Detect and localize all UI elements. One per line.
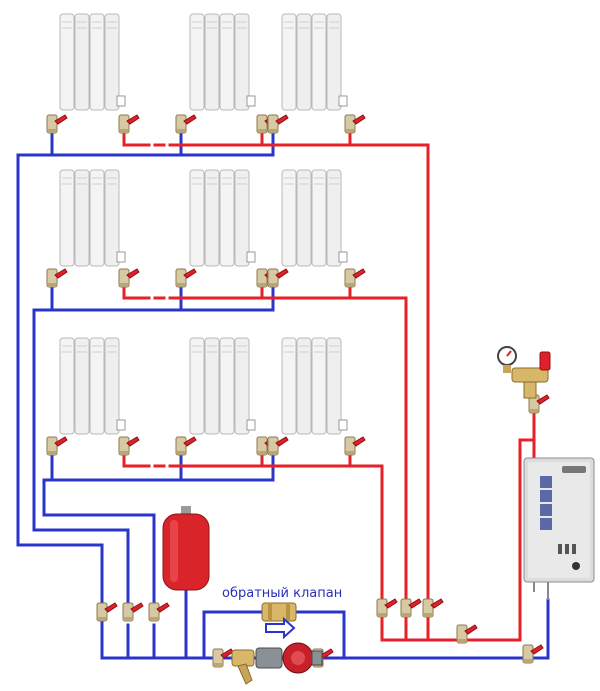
shutoff-valve-icon xyxy=(122,602,144,622)
check-valve-icon xyxy=(261,602,297,622)
shutoff-valve-icon xyxy=(267,436,289,456)
radiator-icon xyxy=(189,337,256,435)
shutoff-valve-icon xyxy=(96,602,118,622)
shutoff-valve-icon xyxy=(175,114,197,134)
shutoff-valve-icon xyxy=(522,644,544,664)
shutoff-valve-icon xyxy=(422,598,444,618)
shutoff-valve-icon xyxy=(344,436,366,456)
circulation-pump-icon xyxy=(255,642,323,674)
shutoff-valve-icon xyxy=(344,268,366,288)
radiator-icon xyxy=(281,169,348,267)
flow-arrow-icon xyxy=(265,616,296,640)
shutoff-valve-icon xyxy=(400,598,422,618)
radiator-icon xyxy=(281,337,348,435)
safety-group-icon xyxy=(497,346,551,399)
shutoff-valve-icon xyxy=(344,114,366,134)
check-valve-label: обратный клапан xyxy=(222,586,343,601)
electric-boiler-icon xyxy=(523,457,595,600)
radiator-row-1 xyxy=(59,13,348,111)
shutoff-valve-icon xyxy=(175,436,197,456)
shutoff-valve-icon xyxy=(267,268,289,288)
radiator-icon xyxy=(59,169,126,267)
strainer-icon xyxy=(231,649,255,685)
shutoff-valve-icon xyxy=(175,268,197,288)
shutoff-valve-icon xyxy=(46,114,68,134)
shutoff-valve-icon xyxy=(267,114,289,134)
radiator-icon xyxy=(59,337,126,435)
shutoff-valve-icon xyxy=(118,114,140,134)
return-pipes xyxy=(16,126,550,660)
shutoff-valve-icon xyxy=(46,436,68,456)
radiator-icon xyxy=(281,13,348,111)
shutoff-valve-icon xyxy=(376,598,398,618)
shutoff-valve-icon xyxy=(46,268,68,288)
radiator-row-2 xyxy=(59,169,348,267)
supply-pipes xyxy=(122,126,536,642)
expansion-tank-icon xyxy=(162,506,210,591)
radiator-icon xyxy=(189,13,256,111)
radiator-icon xyxy=(189,169,256,267)
shutoff-valve-icon xyxy=(118,436,140,456)
shutoff-valve-icon xyxy=(118,268,140,288)
radiator-row-3 xyxy=(59,337,348,435)
radiator-icon xyxy=(59,13,126,111)
shutoff-valve-icon xyxy=(148,602,170,622)
